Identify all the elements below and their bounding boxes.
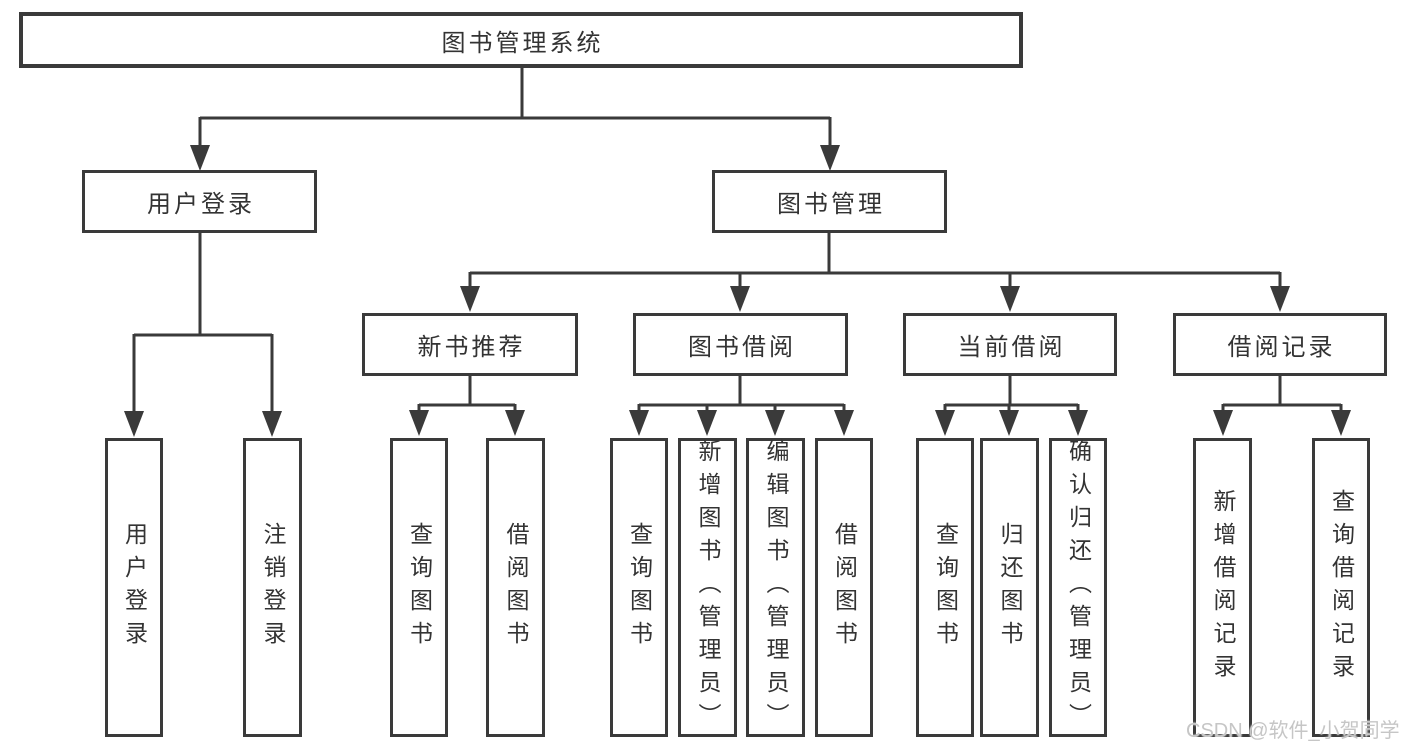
node-book-mgmt: 图书管理: [712, 170, 947, 233]
node-user-login-label: 用户登录: [147, 191, 255, 218]
node-root-label: 图书管理系统: [441, 29, 604, 57]
node-new-book-rec-label: 新书推荐: [417, 334, 526, 361]
leaf-logout: 注销登录: [243, 438, 302, 737]
leaf-return-book-label: 归还图书: [997, 521, 1023, 654]
leaf-borrow-book-a-label: 借阅图书: [503, 521, 529, 654]
arrowhead-borrow-records: [1270, 286, 1290, 312]
arrowhead-book-borrow: [730, 286, 750, 312]
leaf-query-book-c-label: 查询图书: [932, 521, 959, 654]
arrowhead-leaf-query-record: [1331, 410, 1351, 436]
leaf-borrow-book-b-label: 借阅图书: [831, 521, 858, 654]
leaf-user-login: 用户登录: [105, 438, 163, 737]
arrowhead-new-book-rec: [460, 286, 480, 312]
leaf-edit-book-label: 编辑图书（管理员）: [763, 439, 789, 736]
arrowhead-leaf-add-record: [1213, 410, 1233, 436]
arrowhead-user-login: [190, 145, 210, 171]
leaf-query-book-b-label: 查询图书: [626, 521, 653, 654]
leaf-add-book-label: 新增图书（管理员）: [695, 439, 721, 736]
node-current-borrow-label: 当前借阅: [957, 334, 1066, 361]
leaf-borrow-book-a: 借阅图书: [486, 438, 545, 737]
leaf-query-book-a-label: 查询图书: [406, 521, 433, 654]
leaf-add-book: 新增图书（管理员）: [678, 438, 737, 737]
arrowhead-leaf-add-book: [697, 410, 717, 436]
arrowhead-leaf-borrow-b: [834, 410, 854, 436]
node-book-mgmt-label: 图书管理: [777, 191, 885, 218]
node-book-borrow: 图书借阅: [633, 313, 848, 376]
leaf-logout-label: 注销登录: [260, 521, 286, 654]
node-borrow-records: 借阅记录: [1173, 313, 1387, 376]
leaf-borrow-book-b: 借阅图书: [815, 438, 873, 737]
connector-new-book-branch: [417, 376, 517, 412]
leaf-edit-book: 编辑图书（管理员）: [746, 438, 805, 737]
leaf-add-record-label: 新增借阅记录: [1210, 488, 1236, 687]
leaf-query-record: 查询借阅记录: [1312, 438, 1370, 737]
leaf-confirm-return-label: 确认归还（管理员）: [1065, 439, 1092, 736]
leaf-add-record: 新增借阅记录: [1193, 438, 1252, 737]
connector-user-login-branch: [132, 233, 274, 413]
leaf-return-book: 归还图书: [980, 438, 1039, 737]
arrowhead-book-mgmt: [820, 145, 840, 171]
connector-root-branch: [198, 66, 832, 147]
arrowhead-leaf-query-a: [409, 410, 429, 436]
leaf-confirm-return: 确认归还（管理员）: [1049, 438, 1107, 737]
leaf-query-book-b: 查询图书: [610, 438, 668, 737]
leaf-user-login-label: 用户登录: [121, 521, 148, 654]
arrowhead-leaf-borrow-a: [505, 410, 525, 436]
leaf-query-book-c: 查询图书: [916, 438, 974, 737]
arrowhead-leaf-return-book: [999, 410, 1019, 436]
node-root: 图书管理系统: [19, 12, 1023, 68]
arrowhead-leaf-edit-book: [765, 410, 785, 436]
arrowhead-leaf-confirm-return: [1068, 410, 1088, 436]
connector-borrow-records-branch: [1221, 376, 1343, 412]
node-user-login: 用户登录: [82, 170, 317, 233]
leaf-query-record-label: 查询借阅记录: [1328, 488, 1355, 687]
arrowhead-current-borrow: [1000, 286, 1020, 312]
leaf-query-book-a: 查询图书: [390, 438, 448, 737]
arrowhead-leaf-user-login: [124, 411, 144, 437]
watermark: CSDN @软件_小贺同学: [1186, 720, 1400, 742]
node-book-borrow-label: 图书借阅: [688, 334, 796, 361]
connector-book-mgmt-branch: [468, 233, 1282, 288]
arrowhead-leaf-logout: [262, 411, 282, 437]
arrowhead-leaf-query-c: [935, 410, 955, 436]
node-current-borrow: 当前借阅: [903, 313, 1117, 376]
arrowhead-leaf-query-b: [629, 410, 649, 436]
connector-book-borrow-branch: [637, 376, 846, 412]
connector-current-borrow-branch: [943, 376, 1080, 412]
node-borrow-records-label: 借阅记录: [1227, 334, 1336, 361]
node-new-book-rec: 新书推荐: [362, 313, 578, 376]
